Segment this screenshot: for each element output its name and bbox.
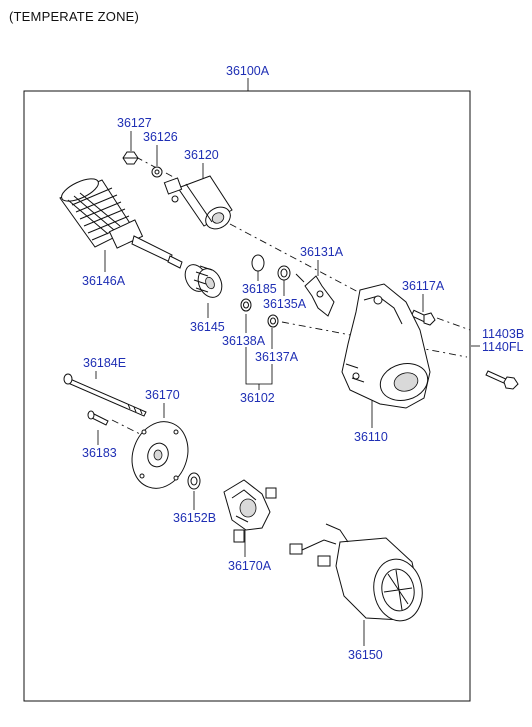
ring-36137a — [267, 314, 279, 328]
solenoid-36120 — [163, 175, 233, 230]
plug-36185 — [251, 254, 265, 272]
part-label-36127[interactable]: 36127 — [117, 116, 152, 130]
assembly-frame — [23, 90, 471, 702]
part-label-36170[interactable]: 36170 — [145, 388, 180, 402]
assembly-axes — [111, 156, 471, 435]
part-label-36102[interactable]: 36102 — [240, 391, 275, 405]
screw-36183 — [87, 410, 109, 426]
yoke-36150 — [289, 523, 423, 622]
part-label-36131A[interactable]: 36131A — [300, 245, 344, 259]
part-label-36184E[interactable]: 36184E — [83, 356, 126, 370]
nut-36127 — [122, 151, 139, 165]
part-label-36126[interactable]: 36126 — [143, 130, 178, 144]
part-label-11403B[interactable]: 11403B — [482, 327, 524, 341]
part-label-36110[interactable]: 36110 — [354, 430, 388, 444]
bolt-36117a — [410, 309, 436, 326]
housing-36110 — [341, 283, 431, 409]
ring-36138a — [240, 298, 252, 312]
part-label-36117A[interactable]: 36117A — [402, 279, 445, 293]
part-label-1140FL[interactable]: 1140FL — [482, 340, 524, 354]
part-label-36120[interactable]: 36120 — [184, 148, 219, 162]
through-bolt-36184e — [63, 373, 147, 417]
part-label-36135A[interactable]: 36135A — [263, 297, 307, 311]
bolt-11403b — [485, 370, 519, 390]
page-title: (TEMPERATE ZONE) — [9, 9, 140, 24]
part-label-36137A[interactable]: 36137A — [255, 350, 299, 364]
washer-36126 — [151, 166, 163, 178]
part-label-36150[interactable]: 36150 — [348, 648, 383, 662]
part-label-36145[interactable]: 36145 — [190, 320, 225, 334]
part-label-36146A[interactable]: 36146A — [82, 274, 126, 288]
lever-36131a — [295, 273, 335, 317]
washer-36152b — [187, 472, 201, 490]
part-label-36152B[interactable]: 36152B — [173, 511, 216, 525]
leader-lines — [95, 131, 480, 646]
assembly-label: 36100A — [226, 64, 270, 78]
ring-36135a — [277, 265, 291, 281]
armature-36146a — [59, 178, 183, 269]
part-label-36185[interactable]: 36185 — [242, 282, 277, 296]
part-label-36138A[interactable]: 36138A — [222, 334, 266, 348]
part-label-36170A[interactable]: 36170A — [228, 559, 272, 573]
part-label-36183[interactable]: 36183 — [82, 446, 117, 460]
pinion-gear-36145 — [184, 264, 223, 298]
brush-holder-36170a — [223, 479, 277, 543]
brush-plate-36170 — [131, 421, 189, 489]
